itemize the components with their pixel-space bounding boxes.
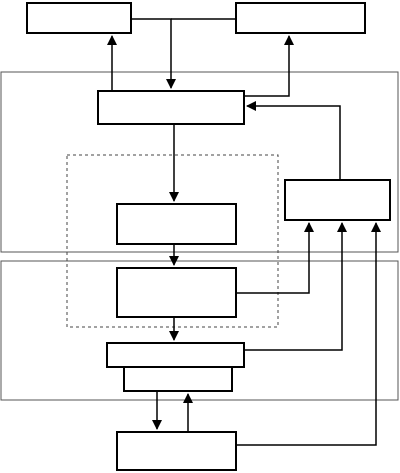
wide-box [106,342,245,368]
inner-upper-box [116,203,237,245]
main-box [97,90,245,125]
right-feedback-box [284,179,391,221]
arrow-feedback-to-main [246,101,341,180]
top-left-box [26,2,132,34]
arrow-inner-lower-to-feedback [236,222,314,294]
top-right-box [235,2,366,34]
upper-region [0,71,399,253]
dashed-region [66,154,279,328]
under-wide-box [123,366,233,392]
arrow-main-to-top-right [244,35,294,97]
connector-top-left-to-main [131,18,176,89]
bottom-box [116,431,237,471]
lower-region [0,260,399,401]
arrow-wide-to-feedback [244,222,347,351]
inner-lower-box [116,267,237,318]
arrow-bottom-to-feedback [236,222,381,446]
